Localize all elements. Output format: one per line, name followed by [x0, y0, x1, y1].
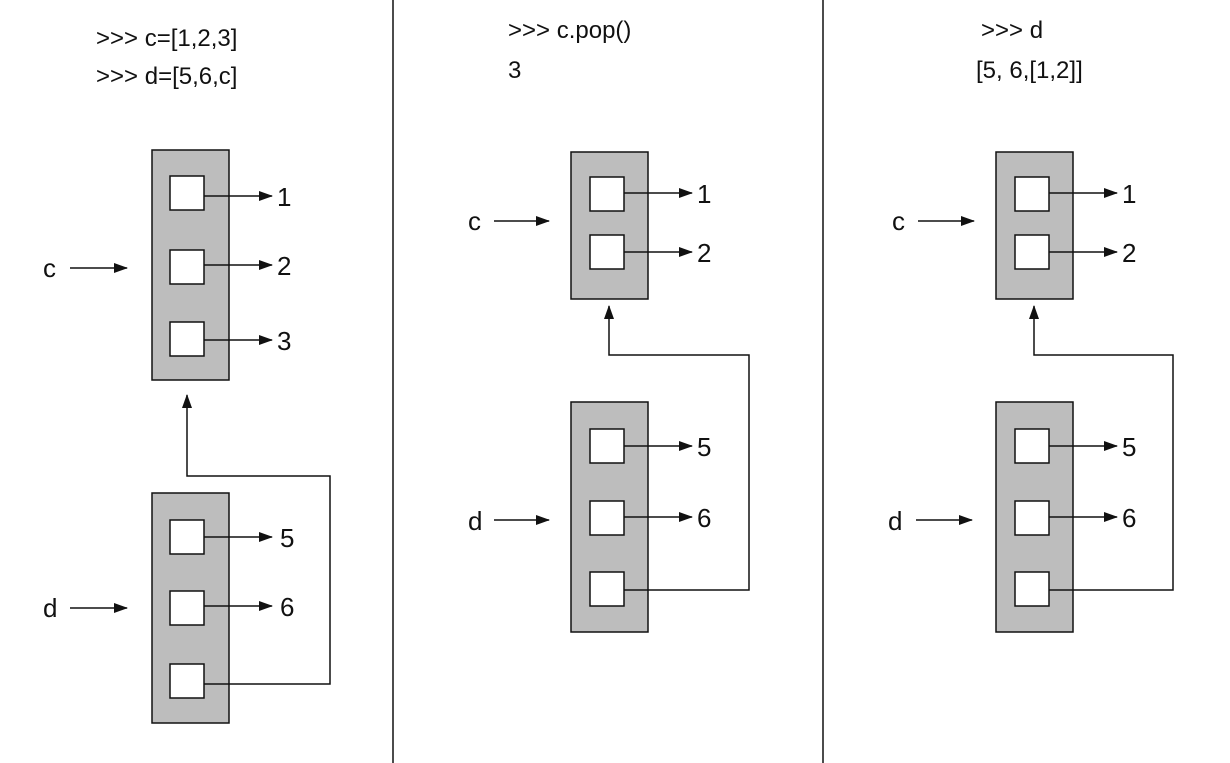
- element-value: 1: [1122, 179, 1136, 209]
- variable-label-c: c: [468, 206, 481, 236]
- list-slot: [1014, 571, 1050, 607]
- code-line: >>> c.pop(): [508, 17, 631, 44]
- list-slot: [589, 571, 625, 607]
- element-value: 6: [697, 503, 711, 533]
- element-value: 2: [277, 251, 291, 281]
- panel-3: >>> d [5, 6,[1,2]] 1 2 c 5 6 d: [888, 17, 1174, 633]
- panel-2: >>> c.pop() 3 1 2 c 5 6 d: [468, 17, 750, 633]
- list-slot: [589, 428, 625, 464]
- list-slot: [169, 249, 205, 285]
- code-line: >>> d=[5,6,c]: [96, 63, 237, 90]
- list-slot: [1014, 428, 1050, 464]
- element-value: 6: [280, 592, 294, 622]
- code-line: [5, 6,[1,2]]: [976, 57, 1083, 84]
- list-slot: [1014, 176, 1050, 212]
- list-c-box: [995, 151, 1074, 300]
- element-value: 3: [277, 326, 291, 356]
- list-slot: [169, 321, 205, 357]
- element-value: 2: [1122, 238, 1136, 268]
- variable-label-d: d: [468, 506, 482, 536]
- list-slot: [1014, 234, 1050, 270]
- code-line: 3: [508, 57, 521, 84]
- code-line: >>> c=[1,2,3]: [96, 25, 237, 52]
- list-slot: [169, 590, 205, 626]
- list-slot: [589, 500, 625, 536]
- list-c-box: [570, 151, 649, 300]
- nested-reference-arrow: [1029, 305, 1174, 591]
- element-value: 5: [1122, 432, 1136, 462]
- list-slot: [169, 663, 205, 699]
- element-value: 5: [697, 432, 711, 462]
- panel-1: >>> c=[1,2,3] >>> d=[5,6,c] 1 2 3 c 5 6 …: [43, 25, 331, 724]
- element-value: 5: [280, 523, 294, 553]
- variable-label-c: c: [43, 253, 56, 283]
- list-slot: [1014, 500, 1050, 536]
- element-value: 1: [697, 179, 711, 209]
- variable-label-c: c: [892, 206, 905, 236]
- list-slot: [169, 519, 205, 555]
- list-slot: [169, 175, 205, 211]
- code-line: >>> d: [981, 17, 1043, 44]
- nested-reference-arrow: [604, 305, 750, 591]
- list-slot: [589, 234, 625, 270]
- element-value: 2: [697, 238, 711, 268]
- variable-label-d: d: [888, 506, 902, 536]
- element-value: 1: [277, 182, 291, 212]
- variable-label-d: d: [43, 593, 57, 623]
- nested-reference-arrow: [182, 394, 331, 685]
- list-slot: [589, 176, 625, 212]
- element-value: 6: [1122, 503, 1136, 533]
